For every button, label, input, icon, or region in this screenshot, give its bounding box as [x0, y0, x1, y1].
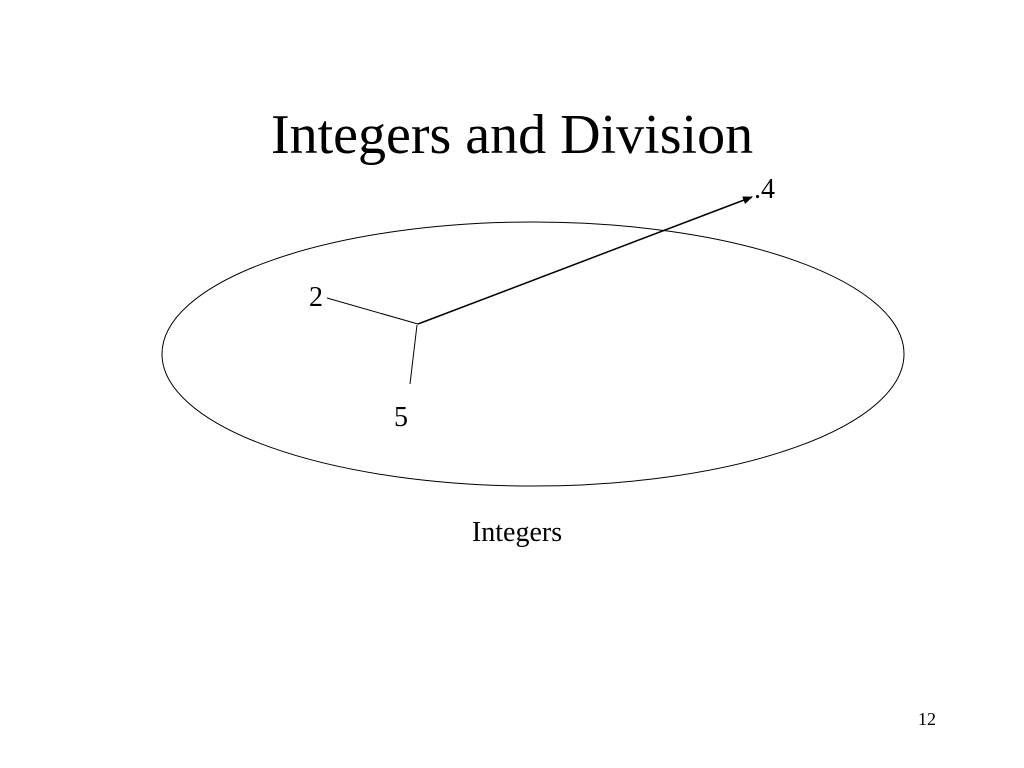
element-two-label: 2	[309, 282, 323, 313]
division-result-arrow	[417, 196, 753, 325]
integers-set-label: Integers	[472, 517, 562, 548]
five-connector-line	[409, 324, 418, 385]
element-five-label: 5	[394, 402, 408, 433]
element-point-four-label: .4	[754, 174, 775, 205]
page-number: 12	[918, 709, 936, 729]
two-connector-line	[326, 297, 419, 325]
slide-title: Integers and Division	[270, 104, 754, 166]
integers-set-ellipse	[161, 221, 905, 487]
